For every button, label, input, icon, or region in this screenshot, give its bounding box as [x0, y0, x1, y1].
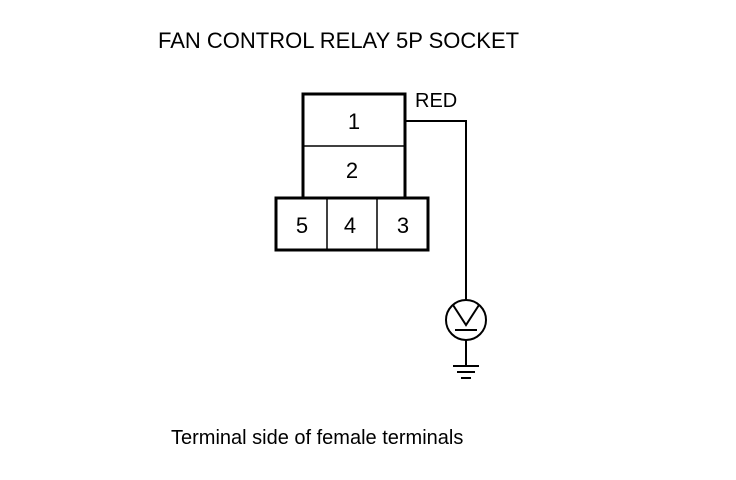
- wire-color-label: RED: [415, 90, 457, 112]
- connector-lower-block: [274, 196, 430, 252]
- red-wire: [405, 120, 467, 300]
- diagram-title: FAN CONTROL RELAY 5P SOCKET: [158, 28, 519, 53]
- terminal-5: 5: [296, 213, 308, 238]
- diagram-caption: Terminal side of female terminals: [171, 427, 463, 449]
- terminal-2: 2: [346, 158, 358, 183]
- terminal-1: 1: [348, 109, 360, 134]
- voltmeter-icon: [445, 299, 487, 341]
- terminal-3: 3: [397, 213, 409, 238]
- connector-socket: 1 2 5 4 3: [274, 92, 430, 252]
- terminal-4: 4: [344, 213, 356, 238]
- ground-icon: [453, 365, 479, 379]
